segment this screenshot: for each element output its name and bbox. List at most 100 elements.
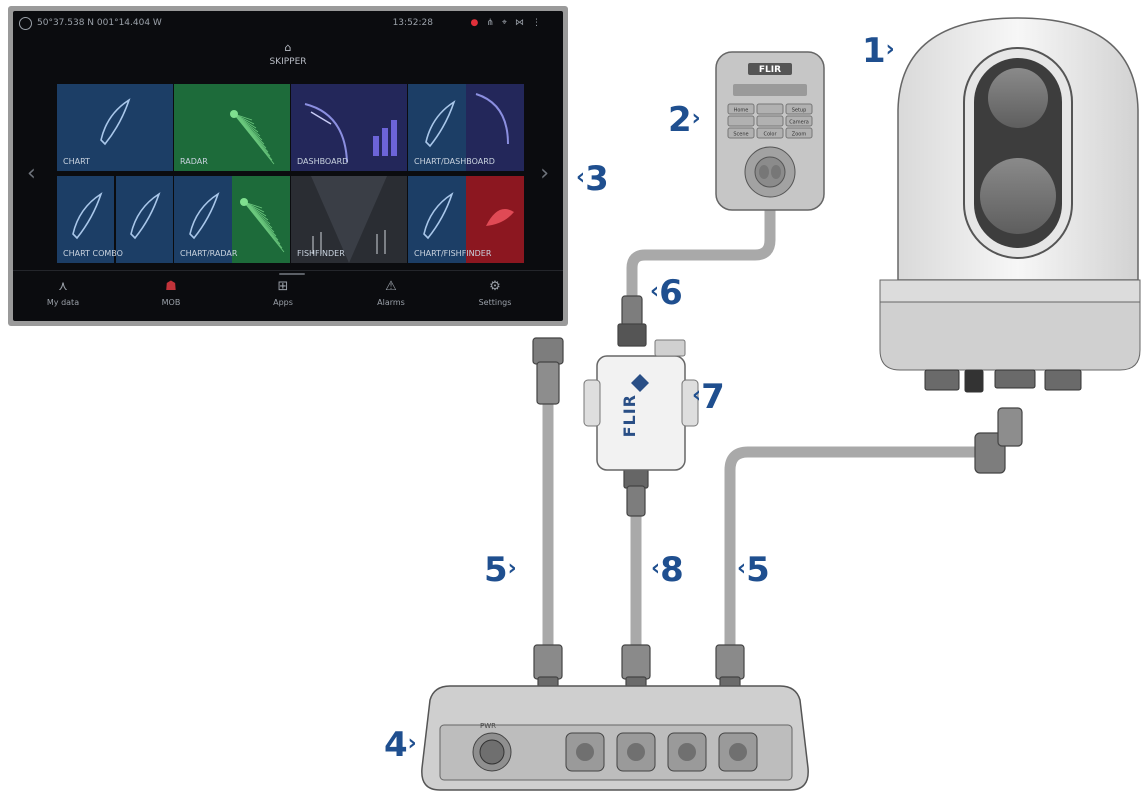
status-icons: ●⋔⌖⋈⋮	[471, 11, 549, 35]
profile[interactable]: ⌂ SKIPPER	[13, 41, 563, 67]
callout-7: ‹7	[692, 380, 725, 414]
callout-number: 8	[660, 550, 684, 590]
callout-number: 7	[701, 377, 725, 417]
nav-label: Apps	[273, 298, 293, 307]
record-icon: ●	[470, 18, 487, 28]
callout-number: 1	[862, 31, 886, 71]
chevron-right-icon[interactable]: ›	[540, 161, 549, 186]
app-tile-fishfinder[interactable]: FISHFINDER	[291, 176, 407, 263]
chevron-left-icon: ‹	[737, 556, 747, 581]
app-tile-chart-combo[interactable]: CHART COMBO	[57, 176, 173, 263]
tile-thumbnail	[57, 84, 173, 171]
network-switch	[421, 685, 809, 791]
cable-5-right	[724, 446, 985, 650]
app-tile-label: CHART COMBO	[63, 249, 123, 258]
connector-adapter-bottom	[623, 465, 649, 517]
alarm-icon: ⚠	[385, 279, 397, 294]
chevron-left-icon[interactable]: ‹	[27, 161, 36, 186]
connector-adapter-top	[617, 295, 647, 347]
app-tile-label: RADAR	[180, 157, 208, 166]
page-indicator	[279, 273, 305, 275]
keypad-key[interactable]	[785, 115, 813, 127]
app-tile-dashboard[interactable]: DASHBOARD	[291, 84, 407, 171]
connector-display	[532, 337, 564, 405]
callout-number: 3	[585, 159, 609, 199]
callout-6: ‹6	[650, 276, 683, 310]
nav-alarms[interactable]: ⚠ Alarms	[351, 279, 431, 307]
clock-readout: 13:52:28	[392, 18, 433, 28]
chevron-right-icon: ›	[507, 556, 517, 581]
app-tile-label: CHART/RADAR	[180, 249, 238, 258]
app-tile-label: CHART	[63, 157, 90, 166]
keypad-key[interactable]	[727, 103, 755, 115]
callout-number: 5	[746, 550, 770, 590]
switch-power-label: PWR	[480, 722, 497, 730]
chevron-right-icon: ›	[885, 37, 895, 62]
flir-adapter	[583, 339, 699, 471]
multifunction-display: 50°37.538 N 001°14.404 W 13:52:28 ●⋔⌖⋈⋮ …	[8, 6, 568, 326]
callout-number: 6	[659, 273, 683, 313]
mob-icon: ☗	[165, 279, 177, 294]
keypad-key[interactable]	[756, 115, 784, 127]
keypad-key[interactable]	[785, 103, 813, 115]
keypad-key[interactable]	[785, 127, 813, 139]
callout-4: 4›	[384, 728, 417, 762]
nav-mob[interactable]: ☗ MOB	[131, 279, 211, 307]
position-readout: 50°37.538 N 001°14.404 W	[37, 18, 162, 28]
connector-camera	[974, 407, 1023, 474]
callout-number: 4	[384, 725, 408, 765]
logo-icon	[19, 17, 32, 30]
callout-1: 1›	[862, 34, 895, 68]
gps-icon: ⌖	[501, 18, 515, 28]
app-tile-chart-radar[interactable]: CHART/RADAR	[174, 176, 290, 263]
chevron-right-icon: ›	[691, 106, 701, 131]
app-tile-chart-fishfinder[interactable]: CHART/FISHFINDER	[408, 176, 524, 263]
app-tile-label: FISHFINDER	[297, 249, 345, 258]
callout-number: 2	[668, 100, 692, 140]
nav-my-data[interactable]: ⋏ My data	[23, 279, 103, 307]
chevron-left-icon: ‹	[650, 279, 660, 304]
cable-6	[626, 199, 776, 306]
nav-apps[interactable]: ⊞ Apps	[243, 279, 323, 307]
tile-thumbnail	[408, 84, 524, 171]
app-tile-chart-dashboard[interactable]: CHART/DASHBOARD	[408, 84, 524, 171]
status-bar: 50°37.538 N 001°14.404 W 13:52:28 ●⋔⌖⋈⋮	[13, 11, 563, 35]
keypad-key[interactable]	[727, 127, 755, 139]
app-tile-chart[interactable]: CHART	[57, 84, 173, 171]
app-tile-radar[interactable]: RADAR	[174, 84, 290, 171]
home-icon: ⌂	[284, 41, 292, 54]
nav-label: Alarms	[377, 298, 405, 307]
keypad-key[interactable]	[756, 103, 784, 115]
waypoint-icon: ⋏	[58, 279, 68, 294]
callout-5-left: 5›	[484, 553, 517, 587]
nav-settings[interactable]: ⚙ Settings	[455, 279, 535, 307]
tile-thumbnail	[408, 176, 524, 263]
network-icon: ⋈	[515, 18, 532, 28]
chevron-left-icon: ‹	[692, 383, 702, 408]
keypad-key[interactable]	[727, 115, 755, 127]
callout-number: 5	[484, 550, 508, 590]
app-tile-label: CHART/FISHFINDER	[414, 249, 492, 258]
keypad-brand: FLIR	[759, 65, 781, 75]
nav-label: My data	[46, 298, 80, 307]
keypad-key-label: Camera	[789, 120, 809, 126]
menu-icon: ⋮	[532, 18, 549, 28]
callout-5-right: ‹5	[737, 553, 770, 587]
chevron-left-icon: ‹	[576, 165, 586, 190]
keypad-key-label: Scene	[733, 132, 748, 138]
nav-label: Settings	[478, 298, 512, 307]
display-screen: 50°37.538 N 001°14.404 W 13:52:28 ●⋔⌖⋈⋮ …	[13, 11, 563, 321]
keypad-key-label: Home	[734, 108, 749, 114]
callout-3: ‹3	[576, 162, 609, 196]
apps-icon: ⊞	[277, 279, 289, 294]
settings-icon: ⚙	[489, 279, 501, 294]
signal-icon: ⋔	[486, 18, 502, 28]
tile-thumbnail	[174, 176, 290, 263]
chevron-right-icon: ›	[407, 731, 417, 756]
nav-label: MOB	[161, 298, 181, 307]
keypad-key[interactable]	[756, 127, 784, 139]
